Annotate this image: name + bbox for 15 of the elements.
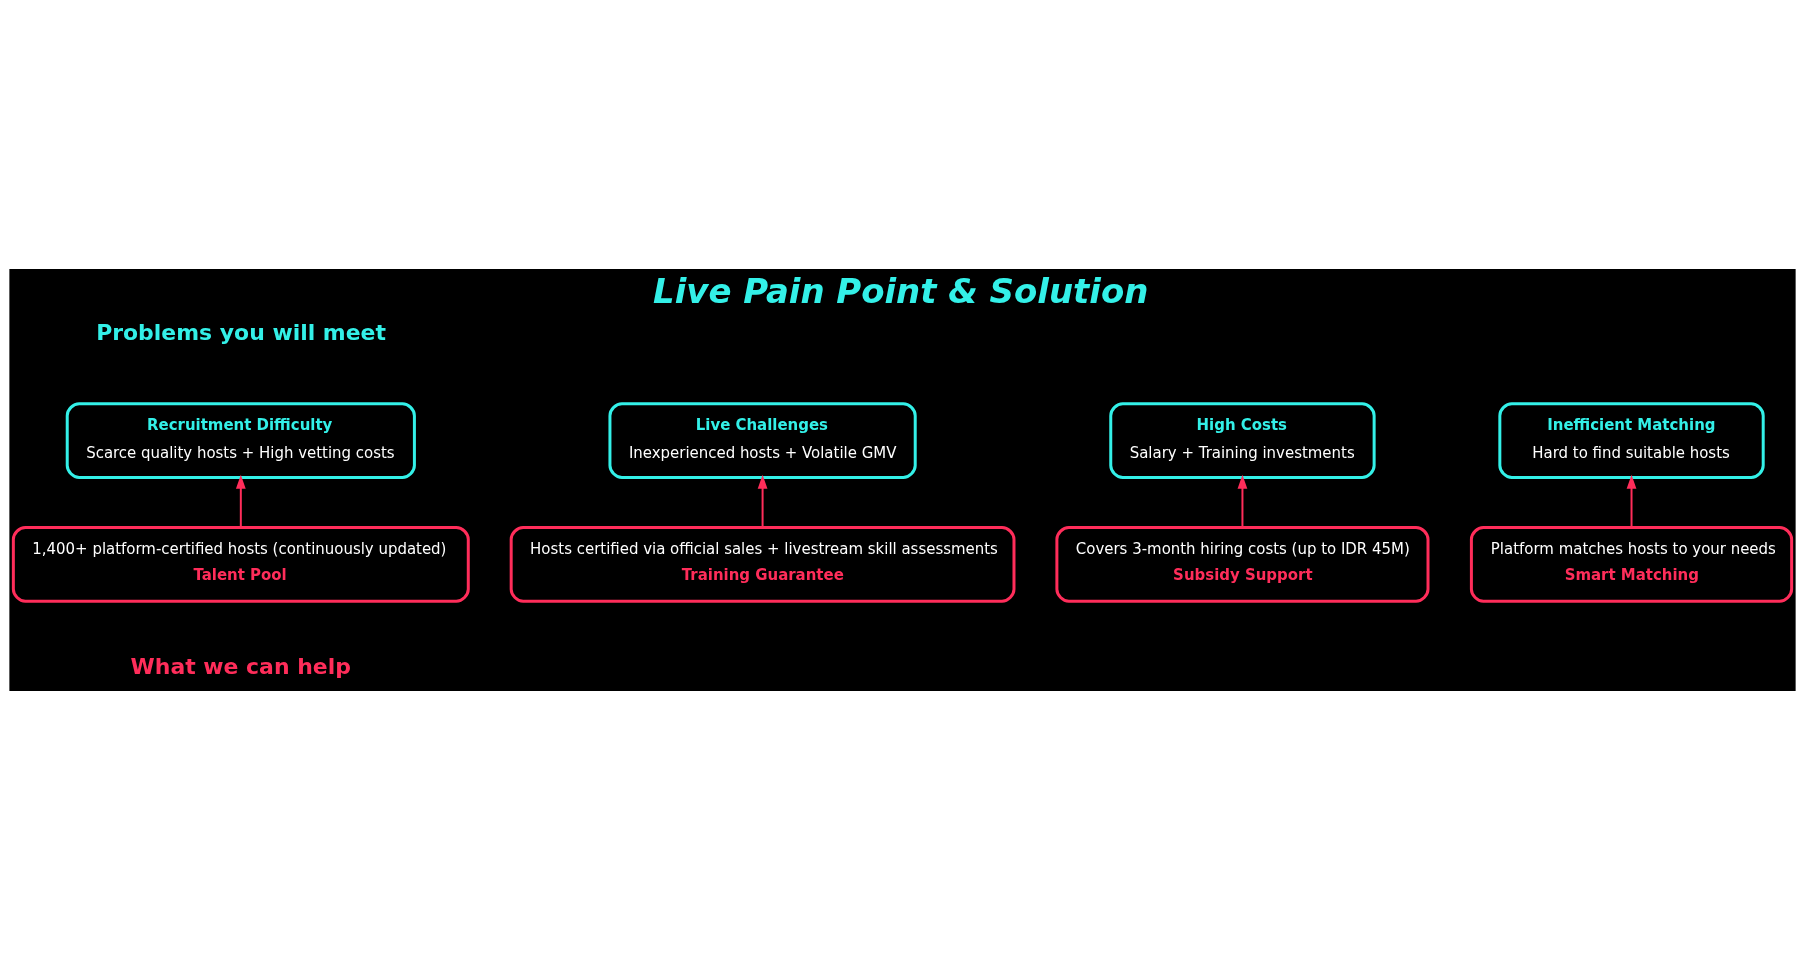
arrow <box>757 474 768 529</box>
node-box: Live Challenges Inexperienced hosts + Volatile GMV <box>608 402 917 479</box>
node-box: Inefficient Matching Hard to find suitable hosts <box>1498 402 1765 479</box>
arrow <box>1626 474 1637 529</box>
node-box: Platform matches hosts to your needs Smart Matching <box>1469 525 1794 603</box>
arrow <box>235 474 246 529</box>
diagram-title: Live Pain Point & Solution <box>653 272 1149 312</box>
label: Problems you will meet <box>96 320 386 346</box>
node-box: Covers 3-month hiring costs (up to IDR 45M) Subsidy Support <box>1055 525 1430 603</box>
node-box: Recruitment Difficulty Scarce quality hosts + High vetting costs <box>65 402 416 479</box>
label: What we can help <box>130 653 351 679</box>
node-box: High Costs Salary + Training investments <box>1109 402 1376 479</box>
node-box: 1,400+ platform-certified hosts (continuously updated) Talent Pool <box>11 525 470 603</box>
node-box: Hosts certified via official sales + livestream skill assessments Training Guarantee <box>509 525 1016 603</box>
arrow <box>1237 474 1248 529</box>
